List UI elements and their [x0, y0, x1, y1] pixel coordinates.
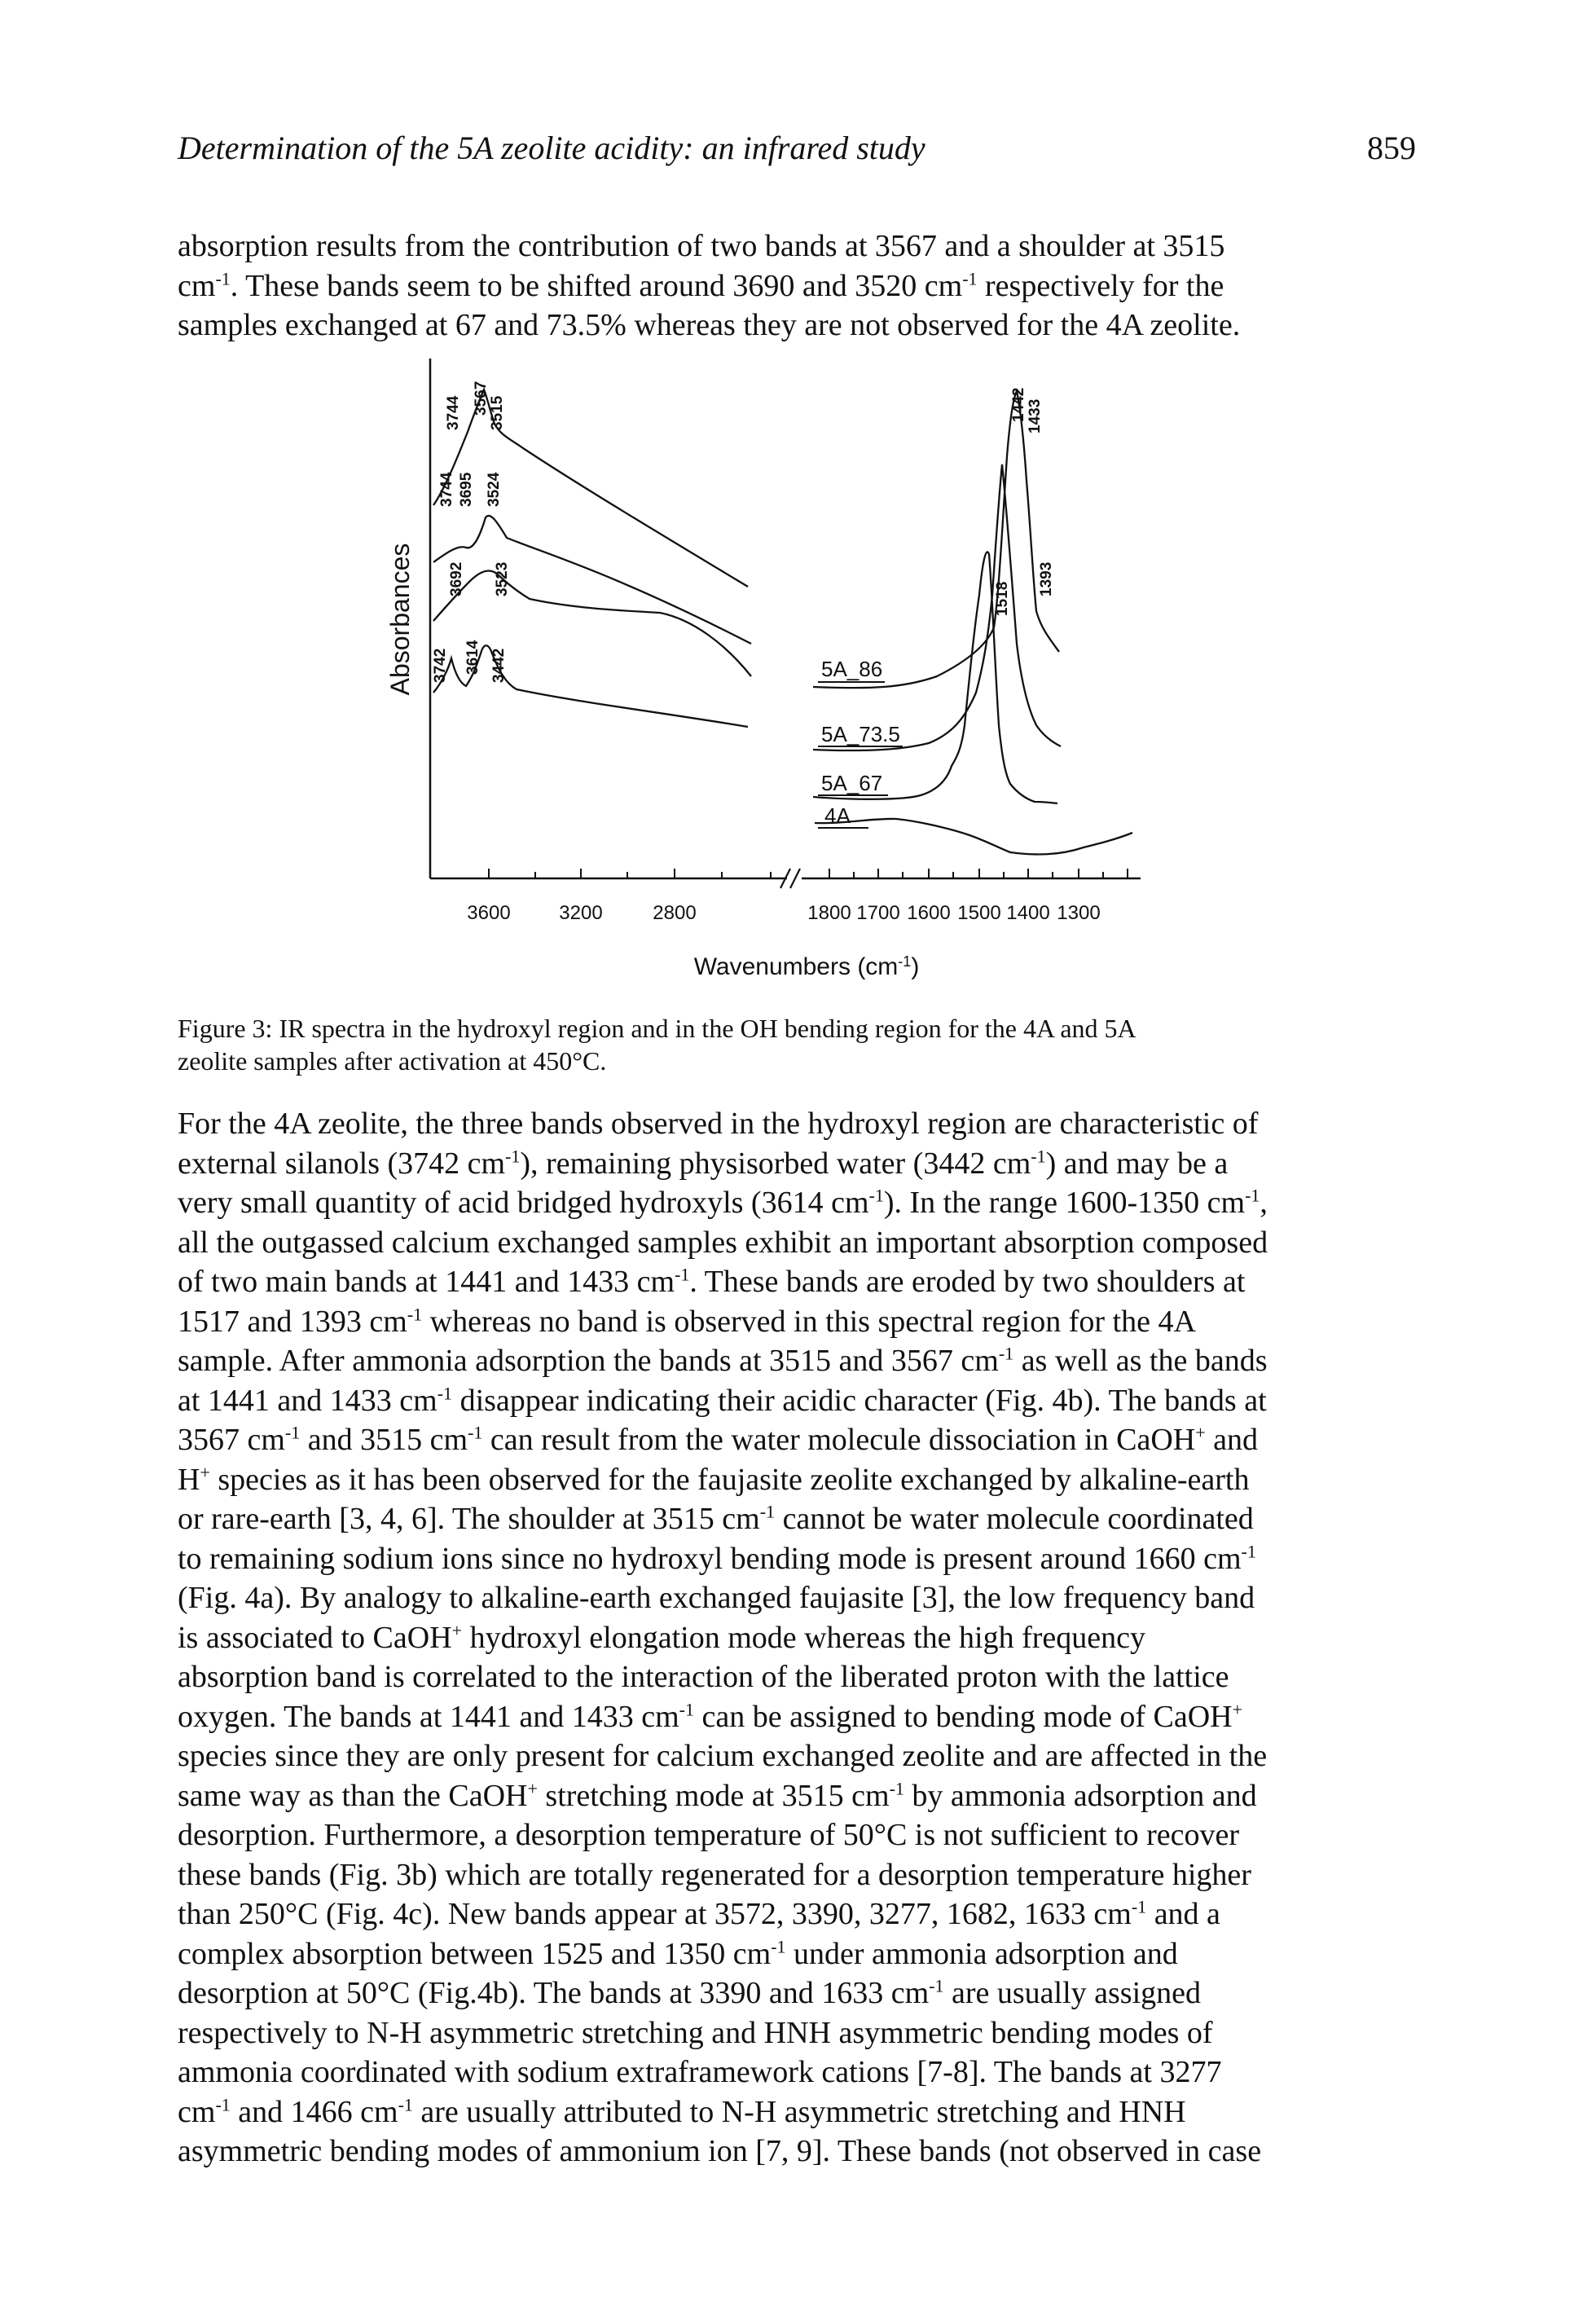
- x-tick-label: 1600: [907, 902, 950, 924]
- x-tick-label: 1300: [1057, 902, 1100, 924]
- spectrum-5a-735-bend: [812, 464, 1062, 752]
- peak-label: 3744: [438, 472, 455, 507]
- text-line: very small quantity of acid bridged hydr…: [178, 1185, 1268, 1220]
- series-label-4a: 4A: [824, 803, 851, 828]
- caption-line: zeolite samples after activation at 450°…: [178, 1046, 607, 1076]
- spectrum-4a-oh: [433, 645, 749, 728]
- x-tick-label: 1500: [957, 902, 1000, 924]
- text-line: these bands (Fig. 3b) which are totally …: [178, 1857, 1251, 1892]
- caption-line: Figure 3: IR spectra in the hydroxyl reg…: [178, 1014, 1137, 1043]
- text-line: at 1441 and 1433 cm-1 disappear indicati…: [178, 1382, 1267, 1418]
- ir-spectra-figure: 3600 3200 2800 1800 1700 1600 1500 1400 …: [367, 334, 1246, 994]
- spectrum-5a-86-bend: [812, 388, 1060, 689]
- x-tick-label: 3200: [559, 902, 602, 924]
- peak-label: 3524: [486, 472, 503, 507]
- text-line: cm-1. These bands seem to be shifted aro…: [178, 267, 1224, 303]
- page-number: 859: [1367, 130, 1416, 166]
- text-line: samples exchanged at 67 and 73.5% wherea…: [178, 308, 1241, 342]
- peak-label: 3742: [432, 649, 449, 683]
- peak-label: 3442: [490, 649, 508, 683]
- hydroxyl-region-spectra: [433, 386, 752, 728]
- text-line: 1517 and 1393 cm-1 whereas no band is ob…: [178, 1303, 1196, 1339]
- text-line: sample. After ammonia adsorption the ban…: [178, 1343, 1268, 1378]
- peak-label: 3567: [473, 381, 490, 416]
- body-paragraph: For the 4A zeolite, the three bands obse…: [178, 1104, 1416, 2172]
- text-line: desorption. Furthermore, a desorption te…: [178, 1818, 1239, 1852]
- text-line: 3567 cm-1 and 3515 cm-1 can result from …: [178, 1422, 1259, 1457]
- text-line: asymmetric bending modes of ammonium ion…: [178, 2134, 1262, 2168]
- peak-label: 3523: [494, 562, 511, 596]
- x-tick-label: 3600: [467, 902, 510, 924]
- text-line: ammonia coordinated with sodium extrafra…: [178, 2055, 1222, 2089]
- x-ticks: [488, 869, 1128, 878]
- peak-label: 1393: [1038, 562, 1055, 596]
- text-line: all the outgassed calcium exchanged samp…: [178, 1225, 1268, 1260]
- peak-label: 3614: [464, 640, 481, 675]
- peak-label: 3515: [489, 395, 506, 430]
- peak-label: 1442: [1010, 388, 1027, 422]
- peak-label: 1518: [994, 582, 1011, 616]
- y-axis-label: Absorbances: [385, 543, 415, 696]
- text-line: respectively to N-H asymmetric stretchin…: [178, 2015, 1213, 2050]
- text-line: to remaining sodium ions since no hydrox…: [178, 1540, 1256, 1576]
- running-header: Determination of the 5A zeolite acidity:…: [178, 129, 1416, 169]
- text-line: absorption band is correlated to the int…: [178, 1660, 1229, 1694]
- spectrum-5a-735-oh: [433, 514, 752, 645]
- text-line: than 250°C (Fig. 4c). New bands appear a…: [178, 1896, 1220, 1931]
- text-line: complex absorption between 1525 and 1350…: [178, 1935, 1178, 1971]
- x-tick-label: 1400: [1006, 902, 1049, 924]
- peak-label: 1433: [1027, 399, 1044, 433]
- x-tick-label: 2800: [653, 902, 696, 924]
- spectrum-4a-bend: [814, 817, 1133, 856]
- text-line: desorption at 50°C (Fig.4b). The bands a…: [178, 1975, 1202, 2010]
- text-line: of two main bands at 1441 and 1433 cm-1.…: [178, 1264, 1246, 1299]
- text-line: is associated to CaOH+ hydroxyl elongati…: [178, 1619, 1145, 1655]
- spectrum-5a-86-oh: [433, 386, 749, 587]
- text-line: H+ species as it has been observed for t…: [178, 1461, 1250, 1497]
- x-tick-label: 1800: [807, 902, 851, 924]
- text-line: (Fig. 4a). By analogy to alkaline-earth …: [178, 1581, 1255, 1615]
- peak-label: 3744: [445, 395, 462, 430]
- spectrum-5a-67-oh: [433, 570, 752, 677]
- x-tick-label: 1700: [856, 902, 899, 924]
- spectrum-5a-67-bend: [812, 551, 1058, 805]
- ir-spectra-plot: 3600 3200 2800 1800 1700 1600 1500 1400 …: [385, 359, 1141, 980]
- series-label-5a-86: 5A_86: [821, 657, 882, 681]
- text-line: oxygen. The bands at 1441 and 1433 cm-1 …: [178, 1698, 1243, 1734]
- peak-label: 3695: [458, 472, 475, 507]
- running-title: Determination of the 5A zeolite acidity:…: [178, 130, 926, 166]
- series-label-5a-735: 5A_73.5: [821, 722, 900, 746]
- bending-region-spectra: [812, 388, 1133, 856]
- text-line: cm-1 and 1466 cm-1 are usually attribute…: [178, 2093, 1186, 2129]
- series-label-5a-67: 5A_67: [821, 771, 882, 795]
- figure-caption: Figure 3: IR spectra in the hydroxyl reg…: [178, 1012, 1416, 1077]
- text-line: species since they are only present for …: [178, 1739, 1268, 1773]
- text-line: external silanols (3742 cm-1), remaining…: [178, 1145, 1229, 1181]
- text-line: For the 4A zeolite, the three bands obse…: [178, 1107, 1259, 1141]
- text-line: same way as than the CaOH+ stretching mo…: [178, 1777, 1257, 1813]
- axis-break: [780, 868, 801, 889]
- intro-paragraph: absorption results from the contribution…: [178, 227, 1416, 345]
- x-axis-label: Wavenumbers (cm-1): [694, 953, 920, 980]
- text-line: absorption results from the contribution…: [178, 229, 1225, 263]
- text-line: or rare-earth [3, 4, 6]. The shoulder at…: [178, 1501, 1254, 1536]
- peak-label: 3692: [448, 562, 465, 596]
